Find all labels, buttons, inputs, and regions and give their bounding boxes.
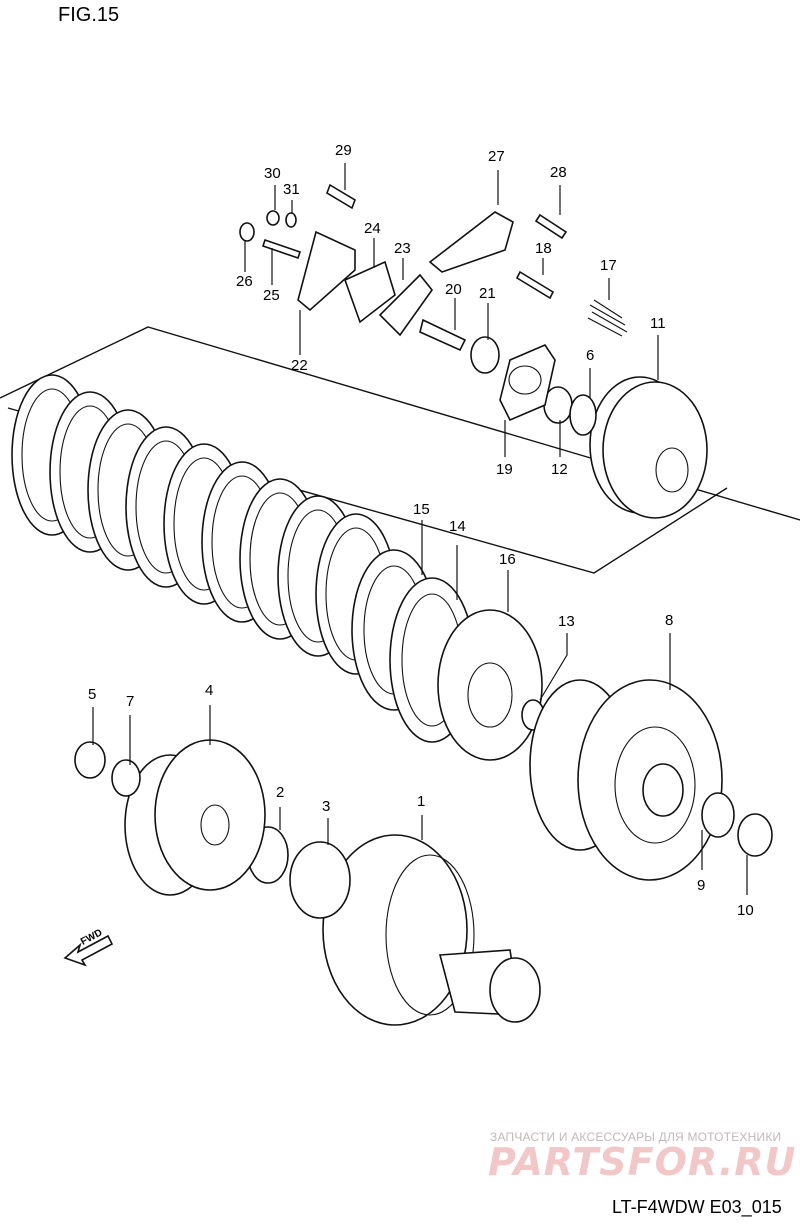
- callout-9: 9: [697, 877, 706, 894]
- callout-22: 22: [291, 357, 308, 374]
- one-way-clutch: [289, 841, 351, 919]
- callout-26: 26: [236, 273, 253, 290]
- callout-28: 28: [550, 164, 567, 181]
- callout-4: 4: [205, 682, 214, 699]
- callout-2: 2: [276, 784, 285, 801]
- bolt-29: [326, 183, 356, 210]
- primary-drive-gear: [322, 834, 541, 1026]
- clutch-shoe-assembly: [124, 739, 266, 896]
- callout-23: 23: [394, 240, 411, 257]
- bracket-22: [297, 230, 356, 312]
- release-arm: [428, 211, 514, 273]
- callout-25: 25: [263, 287, 280, 304]
- watermark-caption: ЗАПЧАСТИ И АКСЕССУАРЫ ДЛЯ МОТОТЕХНИКИ: [490, 1130, 782, 1144]
- stud-25: [261, 238, 302, 260]
- callout-19: 19: [496, 461, 513, 478]
- bearing-21: [470, 336, 500, 374]
- spacer-9: [701, 792, 735, 838]
- callout-8: 8: [665, 612, 674, 629]
- washer-7: [111, 759, 141, 797]
- callout-24: 24: [364, 220, 381, 237]
- washer-6: [569, 394, 597, 436]
- leader-lines: [92, 163, 748, 895]
- pressure-plate: [437, 609, 543, 761]
- callout-5: 5: [88, 686, 97, 703]
- bolt-28: [534, 213, 568, 240]
- washer-31: [285, 212, 297, 228]
- watermark-logo: PARTSFOR.RU: [488, 1140, 797, 1184]
- gasket-24: [343, 260, 396, 324]
- callout-29: 29: [335, 142, 352, 159]
- nut-5: [74, 741, 106, 779]
- release-cam: [378, 273, 434, 337]
- callout-30: 30: [264, 165, 281, 182]
- callout-20: 20: [445, 281, 462, 298]
- callout-18: 18: [535, 240, 552, 257]
- callout-11: 11: [650, 315, 666, 332]
- reference-code: LT-F4WDW E03_015: [612, 1197, 782, 1217]
- callout-31: 31: [283, 181, 300, 198]
- callout-1: 1: [417, 793, 426, 810]
- callout-13: 13: [558, 613, 575, 630]
- release-rod: [419, 318, 467, 352]
- callout-14: 14: [449, 518, 466, 535]
- callout-21: 21: [479, 285, 496, 302]
- callout-27: 27: [488, 148, 505, 165]
- callout-3: 3: [322, 798, 331, 815]
- plate-stack-outline: [0, 326, 800, 574]
- fwd-arrow-icon: [63, 934, 114, 967]
- nut-26: [239, 222, 255, 242]
- callout-7: 7: [126, 693, 135, 710]
- callout-15: 15: [413, 501, 430, 518]
- clutch-sleeve-hub: [589, 376, 708, 519]
- callout-10: 10: [737, 902, 754, 919]
- release-plate: [499, 344, 556, 422]
- clutch-plate-stack: [11, 374, 475, 743]
- spring-17: [587, 299, 628, 337]
- callout-17: 17: [600, 257, 617, 274]
- callout-16: 16: [499, 551, 516, 568]
- washer-10: [737, 813, 773, 857]
- nut-30: [266, 210, 280, 226]
- figure-title: FIG.15: [58, 4, 120, 26]
- bolt-18: [515, 270, 555, 300]
- callout-6: 6: [586, 347, 595, 364]
- clutch-housing: [529, 679, 723, 881]
- callout-12: 12: [551, 461, 568, 478]
